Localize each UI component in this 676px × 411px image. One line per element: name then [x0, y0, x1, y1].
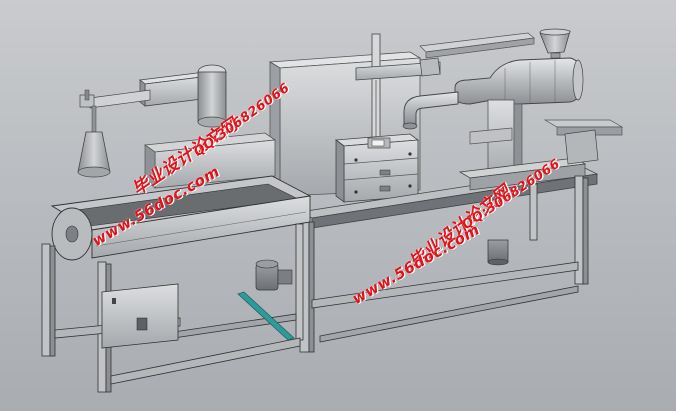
- left-conveyor-motor: [255, 259, 293, 291]
- top-right-rail: [419, 32, 535, 59]
- belt-rear-guard: [143, 132, 277, 189]
- right-conveyor: [298, 129, 599, 229]
- barrel-elbow-pipe: [402, 91, 459, 130]
- feed-hopper: [539, 28, 571, 59]
- mold-assembly: [334, 133, 420, 203]
- teal-cross-brace: [237, 291, 295, 341]
- suction-nozzle: [77, 105, 111, 178]
- right-support-frame: [299, 175, 589, 353]
- control-cabinet: [101, 283, 179, 349]
- right-conveyor-motor: [487, 239, 509, 266]
- left-conveyor-belt: [50, 175, 312, 261]
- press-column: [355, 33, 441, 143]
- robot-arm: [79, 64, 227, 128]
- injection-barrel: [454, 57, 584, 105]
